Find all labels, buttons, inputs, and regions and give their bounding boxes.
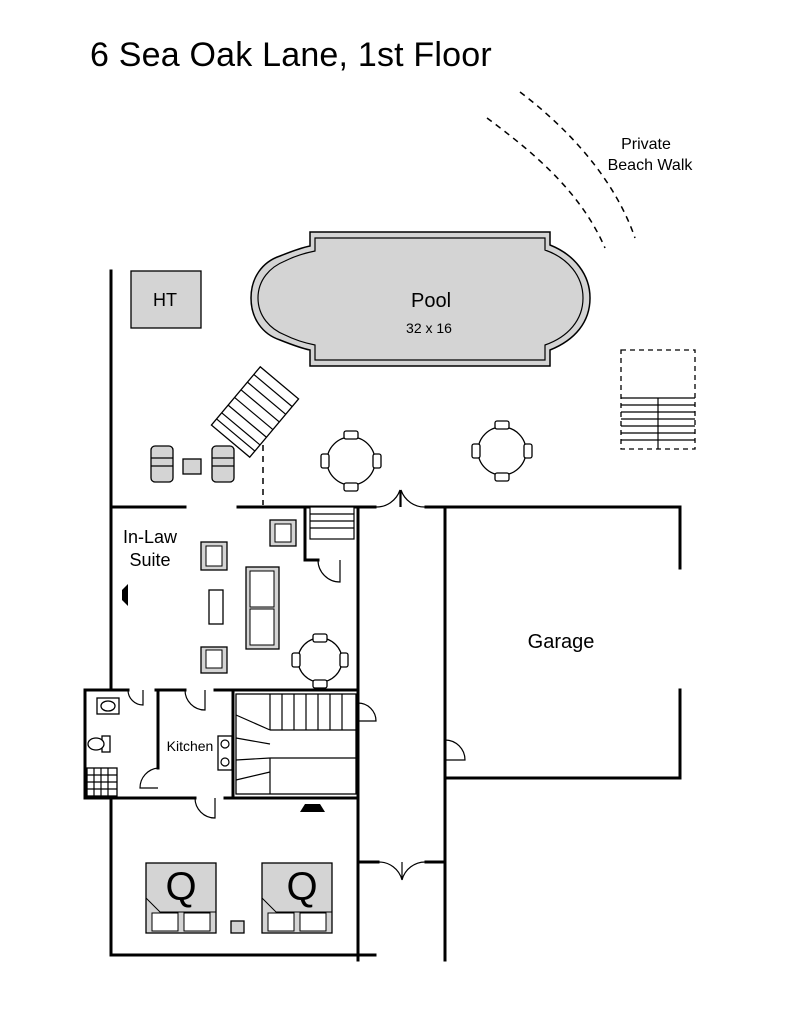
chaise-lounge <box>210 365 300 459</box>
inlaw-label-1: In-Law <box>123 527 178 547</box>
doors <box>127 489 466 881</box>
exterior-stairs <box>620 349 696 450</box>
bed-right-label: Q <box>286 865 317 909</box>
inlaw-label-2: Suite <box>129 550 170 570</box>
hot-tub-label: HT <box>153 290 177 310</box>
tv-icon-bedroom <box>300 804 325 812</box>
kitchen-label: Kitchen <box>167 738 214 754</box>
bed-left-label: Q <box>165 865 196 909</box>
nightstand <box>230 920 245 934</box>
toilet <box>87 735 111 753</box>
stove <box>217 735 233 771</box>
garage-label: Garage <box>528 631 595 653</box>
queen-bed-right <box>261 862 333 934</box>
round-table-patio-2 <box>471 420 533 482</box>
walls <box>83 269 682 962</box>
sofa <box>245 566 280 650</box>
shower <box>86 767 118 797</box>
patio-chair-right <box>211 445 235 483</box>
tv-icon-inlaw <box>122 584 128 606</box>
pool-label: Pool <box>411 290 451 312</box>
armchair-left <box>200 541 228 571</box>
armchair-top-right <box>269 519 297 547</box>
patio-chair-left <box>150 445 174 483</box>
interior-steps <box>309 506 355 540</box>
round-table-patio-1 <box>320 430 382 492</box>
coffee-table <box>208 589 224 625</box>
round-table-inlaw <box>291 633 349 689</box>
patio-side-table <box>182 458 202 475</box>
bathroom-sink <box>96 697 120 715</box>
pool <box>250 231 591 367</box>
beach-walk-label-1: Private <box>621 136 671 153</box>
beach-walk-label-2: Beach Walk <box>608 157 694 174</box>
pool-size-label: 32 x 16 <box>406 320 452 336</box>
queen-bed-left <box>145 862 217 934</box>
page-title: 6 Sea Oak Lane, 1st Floor <box>90 36 492 74</box>
staircase <box>235 693 357 795</box>
beach-walk-path <box>486 91 636 249</box>
hot-tub <box>130 270 202 329</box>
armchair-bottom <box>200 646 228 674</box>
